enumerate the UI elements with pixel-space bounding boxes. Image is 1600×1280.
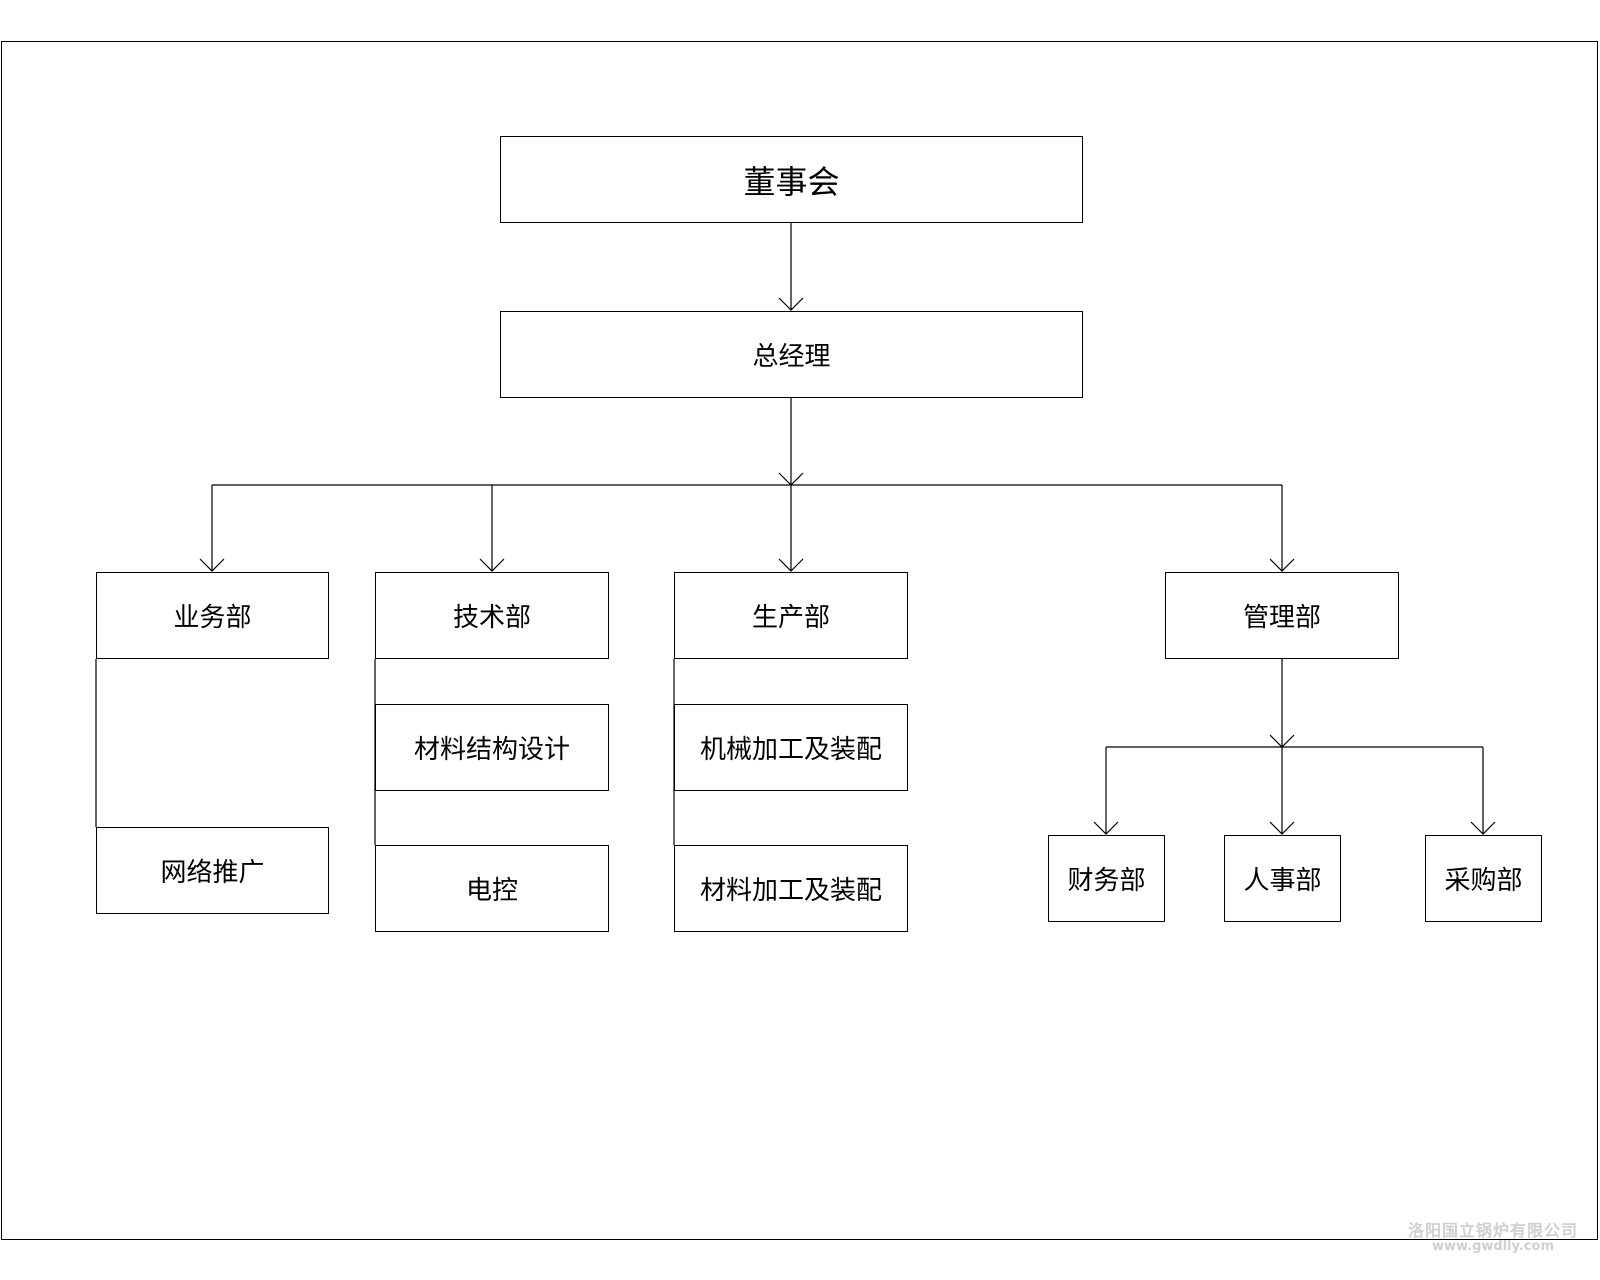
diagram-frame xyxy=(1,41,1598,1240)
node-finance: 财务部 xyxy=(1048,835,1165,922)
node-tech: 技术部 xyxy=(375,572,609,659)
node-gm: 总经理 xyxy=(500,311,1083,398)
arrowhead-management xyxy=(1269,558,1295,572)
node-material-processing-label: 材料加工及装配 xyxy=(699,876,882,906)
node-hr-label: 人事部 xyxy=(1243,866,1322,896)
node-machining: 机械加工及装配 xyxy=(674,704,908,791)
node-tech-label: 技术部 xyxy=(452,603,531,633)
arrowhead-business xyxy=(199,558,225,572)
watermark: 洛阳国立锅炉有限公司 www.gwdlly.com xyxy=(1408,1222,1578,1254)
arrowhead-tech xyxy=(479,558,505,572)
node-production: 生产部 xyxy=(674,572,908,659)
node-management: 管理部 xyxy=(1165,572,1399,659)
node-electric-label: 电控 xyxy=(465,876,518,906)
node-material-design-label: 材料结构设计 xyxy=(413,735,570,765)
node-gm-label: 总经理 xyxy=(752,342,831,372)
watermark-company: 洛阳国立锅炉有限公司 xyxy=(1407,1221,1578,1240)
node-finance-label: 财务部 xyxy=(1067,866,1146,896)
node-board: 董事会 xyxy=(500,136,1083,223)
node-material-processing: 材料加工及装配 xyxy=(674,845,908,932)
arrowhead-gm xyxy=(778,297,804,311)
node-purchasing: 采购部 xyxy=(1425,835,1542,922)
node-hr: 人事部 xyxy=(1224,835,1341,922)
node-business: 业务部 xyxy=(96,572,329,659)
node-business-label: 业务部 xyxy=(173,603,252,633)
arrowhead-finance xyxy=(1093,821,1119,835)
node-electric: 电控 xyxy=(375,845,609,932)
node-material-design: 材料结构设计 xyxy=(375,704,609,791)
arrowhead-production xyxy=(778,558,804,572)
node-network: 网络推广 xyxy=(96,827,329,914)
node-purchasing-label: 采购部 xyxy=(1444,866,1523,896)
arrowhead-hr xyxy=(1269,821,1295,835)
node-machining-label: 机械加工及装配 xyxy=(699,735,882,765)
node-network-label: 网络推广 xyxy=(160,858,265,888)
arrowhead-purchasing xyxy=(1470,821,1496,835)
node-board-label: 董事会 xyxy=(743,162,840,201)
node-production-label: 生产部 xyxy=(751,603,830,633)
watermark-url: www.gwdlly.com xyxy=(1431,1238,1555,1254)
node-management-label: 管理部 xyxy=(1242,603,1321,633)
